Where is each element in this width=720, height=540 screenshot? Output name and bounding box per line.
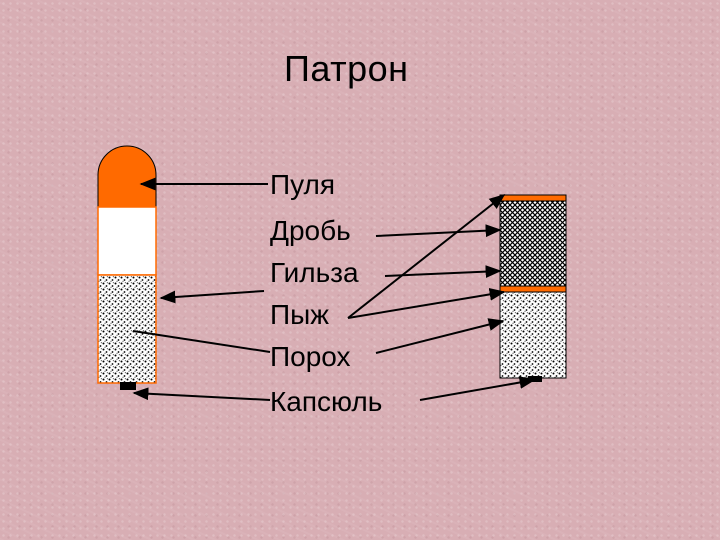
shell-powder	[499, 291, 567, 379]
shell-shot	[499, 200, 567, 287]
arrow-powder-right	[375, 318, 505, 354]
arrow-case-right	[384, 265, 502, 279]
arrow-primer-left	[132, 387, 271, 401]
page-title: Патрон	[284, 48, 409, 89]
label-case: Гильза	[270, 257, 359, 288]
arrow-wad-top	[347, 194, 506, 319]
cartridge-primer	[120, 382, 136, 390]
shell-top-wad	[499, 194, 567, 202]
arrow-wad-middle	[347, 288, 506, 319]
cartridge-powder	[97, 274, 157, 384]
label-bullet: Пуля	[270, 169, 336, 200]
arrow-shot	[375, 224, 502, 238]
label-wad: Пыж	[270, 299, 329, 330]
label-powder: Порох	[270, 341, 351, 372]
shotgun-shell	[499, 194, 567, 382]
rifle-cartridge	[97, 145, 157, 390]
label-primer: Капсюль	[270, 386, 383, 417]
arrow-primer-right	[419, 376, 536, 401]
label-shot: Дробь	[270, 215, 351, 246]
line-powder-left	[132, 330, 271, 353]
bullet-shape	[97, 145, 157, 208]
cartridge-empty-section	[97, 206, 157, 276]
arrow-case-left	[159, 290, 265, 304]
shell-wad	[499, 285, 567, 293]
